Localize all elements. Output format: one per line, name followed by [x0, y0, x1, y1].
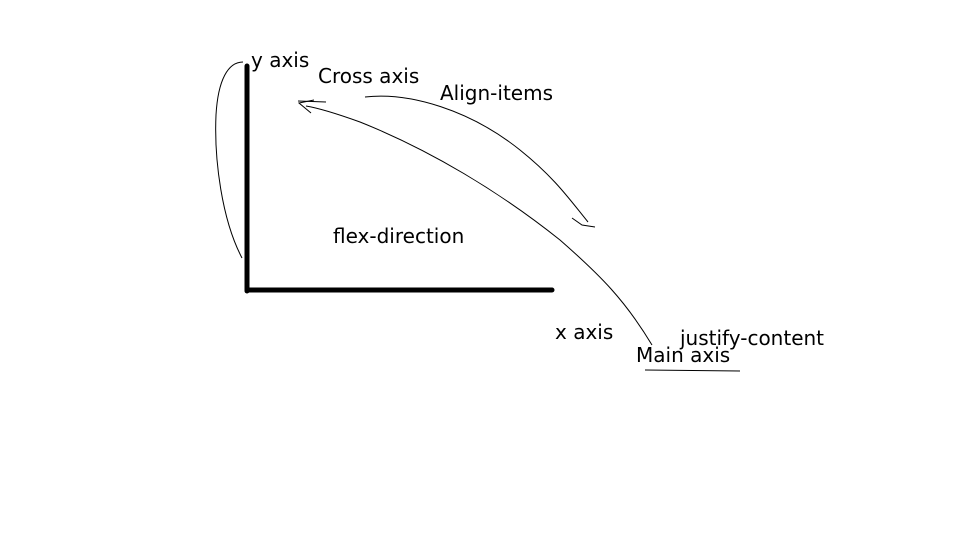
justify-content-arrow-curve: [305, 105, 653, 346]
align-items-label: Align-items: [440, 81, 553, 105]
x-axis-label: x axis: [555, 320, 614, 344]
main-axis-label: Main axis: [636, 343, 731, 367]
y-axis-label: y axis: [251, 48, 310, 72]
justify-content-label: justify-content: [680, 326, 825, 350]
justify-content-arrow-head: [297, 99, 315, 114]
main-axis-underline: [644, 369, 741, 372]
flex-direction-label: flex-direction: [333, 224, 465, 248]
cross-axis-label: Cross axis: [318, 64, 420, 88]
align-items-arrow-head: [571, 217, 596, 228]
align-items-arrow-curve: [364, 95, 589, 223]
y-axis-bracket-curve: [215, 61, 244, 259]
cross-axis-underline: [297, 100, 327, 103]
